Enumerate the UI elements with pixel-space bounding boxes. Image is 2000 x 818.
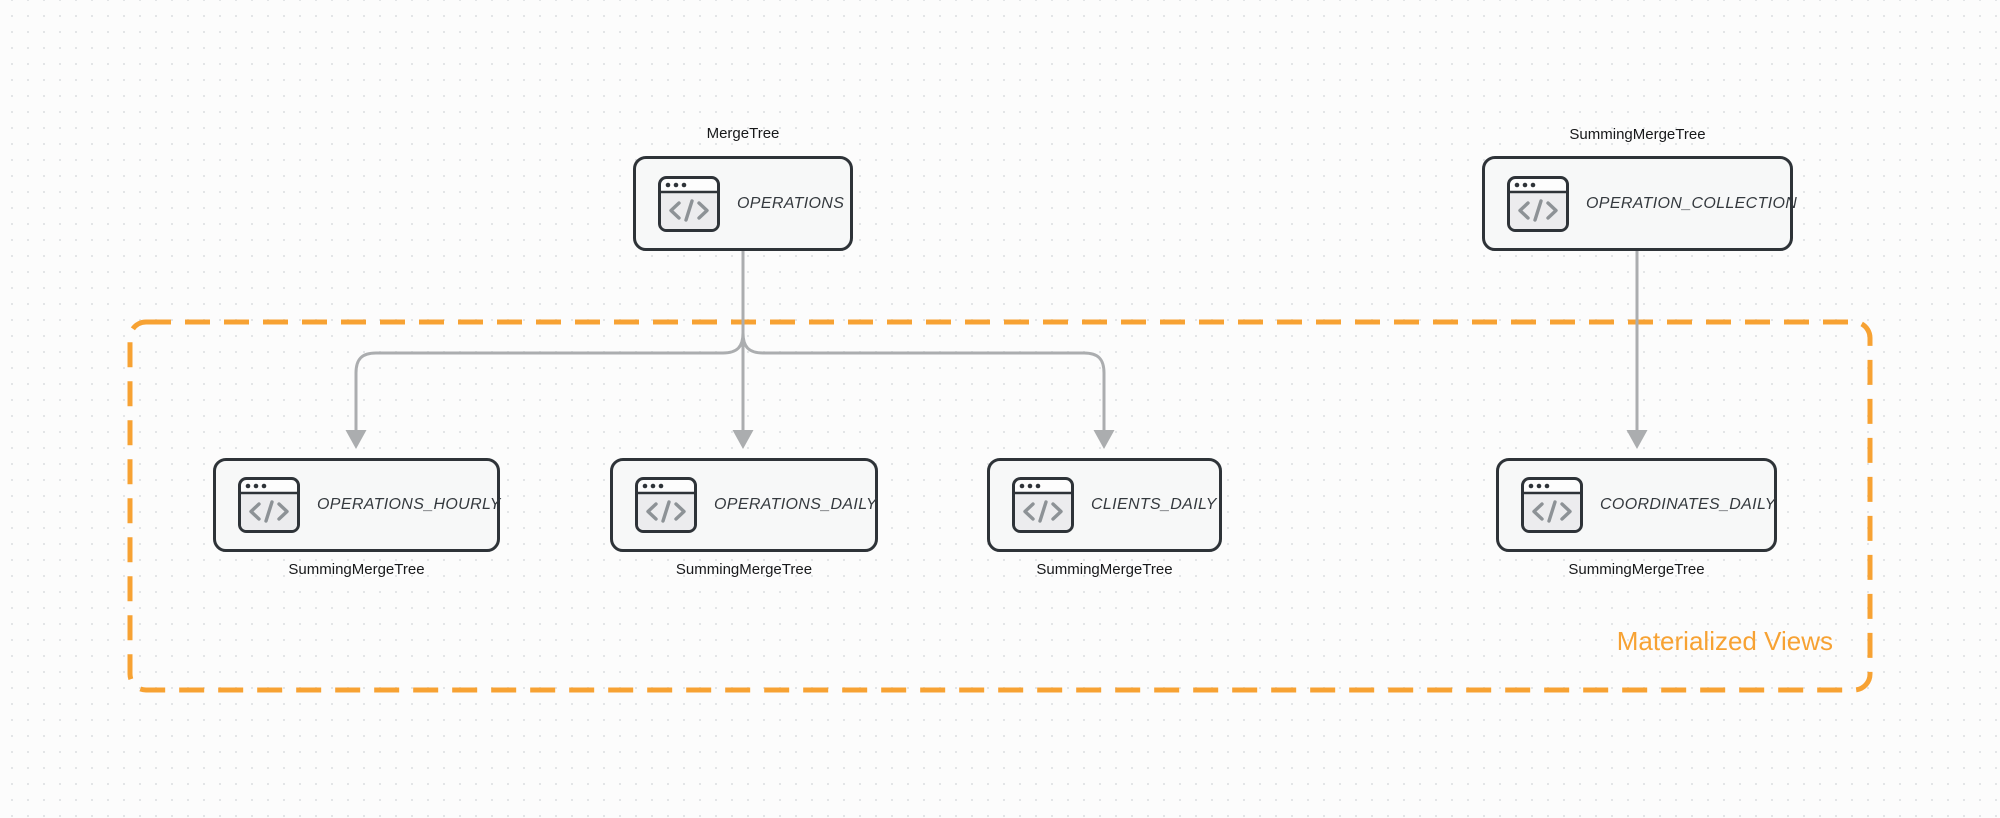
engine-label: SummingMergeTree [675, 561, 813, 578]
node-title: OPERATIONS_DAILY [714, 496, 877, 513]
code-window-icon [238, 477, 300, 533]
engine-label: SummingMergeTree [1568, 561, 1705, 578]
node-title: OPERATION_COLLECTION [1586, 194, 1798, 212]
code-window-icon [1012, 477, 1074, 533]
engine-label: SummingMergeTree [1569, 126, 1706, 143]
node-title: CLIENTS_DAILY [1091, 496, 1217, 513]
arrowhead-icon [732, 430, 754, 449]
code-window-icon [1507, 175, 1569, 232]
node-operation-collection[interactable]: OPERATION_COLLECTION [1482, 156, 1797, 251]
arrowhead-icon [1093, 430, 1115, 449]
node-title: OPERATIONS [737, 194, 845, 212]
engine-label: SummingMergeTree [1036, 561, 1173, 578]
code-window-icon [635, 477, 697, 533]
node-clients-daily[interactable]: CLIENTS_DAILY [987, 458, 1222, 552]
materialized-views-group-label[interactable]: Materialized Views [1616, 626, 1833, 656]
code-window-icon [1521, 477, 1583, 533]
node-coordinates-daily[interactable]: COORDINATES_DAILY [1496, 458, 1777, 552]
engine-label: MergeTree [706, 125, 780, 142]
node-operations-daily[interactable]: OPERATIONS_DAILY [610, 458, 878, 552]
edge-operations-to-clients-daily [741, 249, 1106, 433]
arrowhead-icon [1626, 430, 1648, 449]
node-operations[interactable]: OPERATIONS [633, 156, 853, 251]
materialized-views-group-border[interactable] [127, 319, 1873, 693]
edge-operations-to-operations-hourly [354, 249, 745, 433]
code-window-icon [658, 175, 720, 232]
engine-label: SummingMergeTree [288, 561, 425, 578]
arrowhead-icon [345, 430, 367, 449]
node-title: OPERATIONS_HOURLY [317, 496, 501, 513]
node-title: COORDINATES_DAILY [1600, 496, 1776, 513]
node-operations-hourly[interactable]: OPERATIONS_HOURLY [213, 458, 500, 552]
